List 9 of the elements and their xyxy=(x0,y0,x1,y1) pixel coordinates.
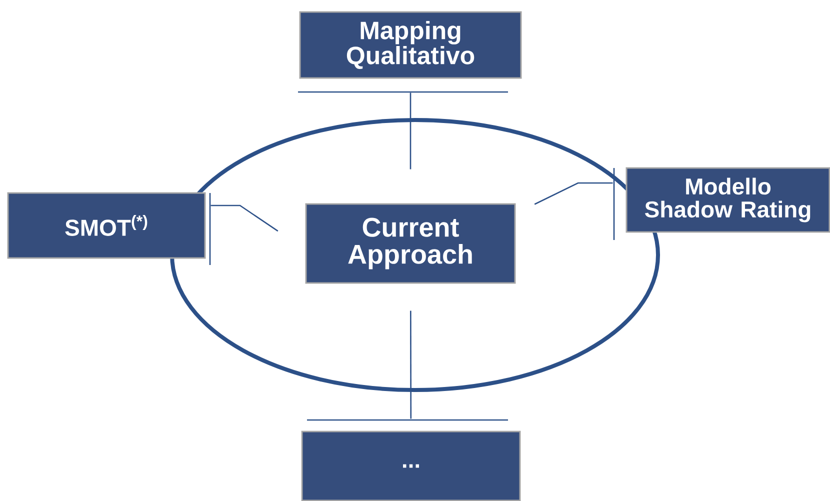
connector-line xyxy=(210,204,278,232)
text-box: Modello Shadow Rating xyxy=(626,167,830,233)
connector-line xyxy=(534,182,613,205)
text-box: Mapping Qualitativo xyxy=(299,11,522,79)
text-box: SMOT$^{(*)}$ xyxy=(7,192,206,259)
connector-line xyxy=(410,92,412,170)
text-box: ... xyxy=(301,430,521,501)
connector-line xyxy=(410,310,412,419)
text-box: Current Approach xyxy=(305,203,516,284)
